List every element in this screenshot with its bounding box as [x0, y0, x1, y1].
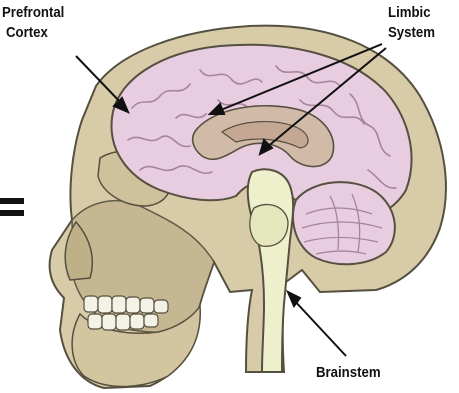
prefrontal-label-line1: Prefrontal	[2, 4, 64, 22]
limbic-label-line2: System	[388, 24, 435, 42]
pons	[250, 204, 288, 246]
brainstem-arrow	[292, 298, 346, 356]
prefrontal-label-line2: Cortex	[6, 24, 48, 42]
cerebellum	[293, 182, 395, 264]
brainstem-label: Brainstem	[316, 364, 381, 382]
limbic-label-line1: Limbic	[388, 4, 431, 22]
